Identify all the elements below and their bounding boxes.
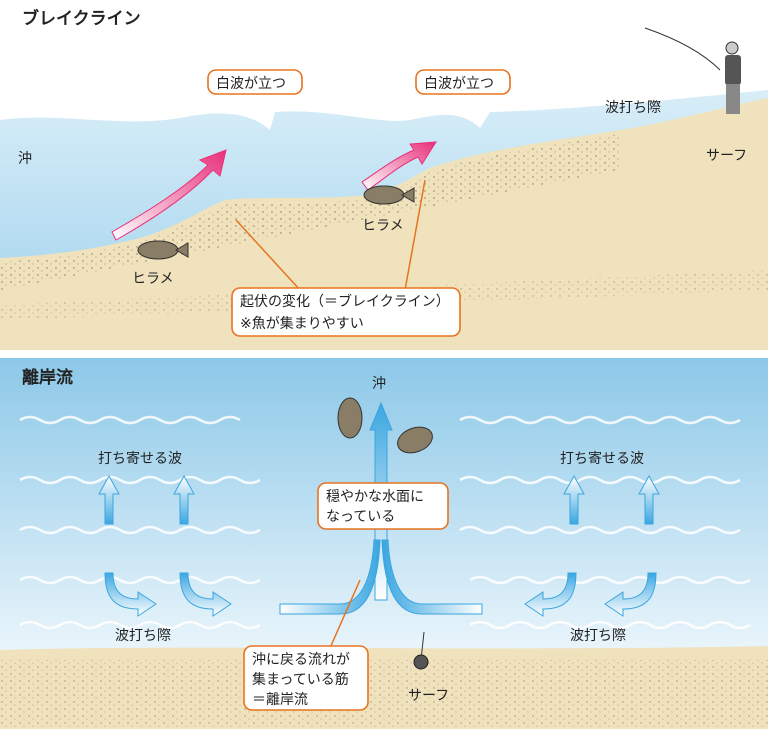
rip-callout-line3: ＝離岸流 [252,691,308,708]
offshore-label: 沖 [18,151,32,167]
flounder-icon [337,397,433,454]
surf-label: サーフ [706,148,747,164]
rip-current-panel: 離岸流 沖 打ち寄せる波 打ち寄せる波 穏やかな水面に なっている 波打ち際 波… [0,358,768,729]
rip-current-curve-right [381,539,483,615]
breakline-callout [231,287,461,337]
rip-current-callout [243,645,369,711]
flounder-icon [363,185,415,205]
shoreline-label: 波打ち際 [570,627,626,644]
calm-surface-line2: なっている [326,509,395,525]
shoreline-label: 波打ち際 [605,99,661,116]
incoming-wave-arrows [98,474,660,617]
incoming-waves-label: 打ち寄せる波 [98,450,182,467]
angler-icon [644,27,741,114]
flounder-icon [137,240,189,260]
offshore-label: 沖 [372,376,386,392]
upward-current-arrow [111,149,227,241]
rip-callout-line2: 集まっている筋 [252,671,349,688]
angler-icon [413,631,429,670]
wave-lines [19,415,751,630]
incoming-waves-label: 打ち寄せる波 [560,450,644,467]
calm-surface-callout [317,482,449,530]
whitecap-label: 白波が立つ [424,76,494,92]
section-title: 離岸流 [22,367,73,388]
whitecap-label: 白波が立つ [216,76,286,92]
rip-current-curve-left [279,539,381,615]
rip-callout-line1: 沖に戻る流れが [252,652,350,668]
surf-label: サーフ [408,688,449,704]
whitecap-callout [207,69,303,95]
section-title: ブレイクライン [22,8,141,29]
breakline-callout-line1: 起伏の変化（＝ブレイクライン） [240,293,450,310]
whitecap-callout [415,69,511,95]
shoreline-label: 波打ち際 [115,627,171,644]
flounder-label: ヒラメ [132,271,174,287]
calm-surface-line1: 穏やかな水面に [326,489,424,505]
flounder-label: ヒラメ [362,218,404,234]
breakline-callout-line2: ※魚が集まりやすい [240,315,364,332]
upward-current-arrow [361,141,437,191]
breakline-panel: ブレイクライン 沖 白波が立つ 白波が立つ 波打ち際 サーフ ヒラメ ヒラメ 起… [0,8,768,350]
